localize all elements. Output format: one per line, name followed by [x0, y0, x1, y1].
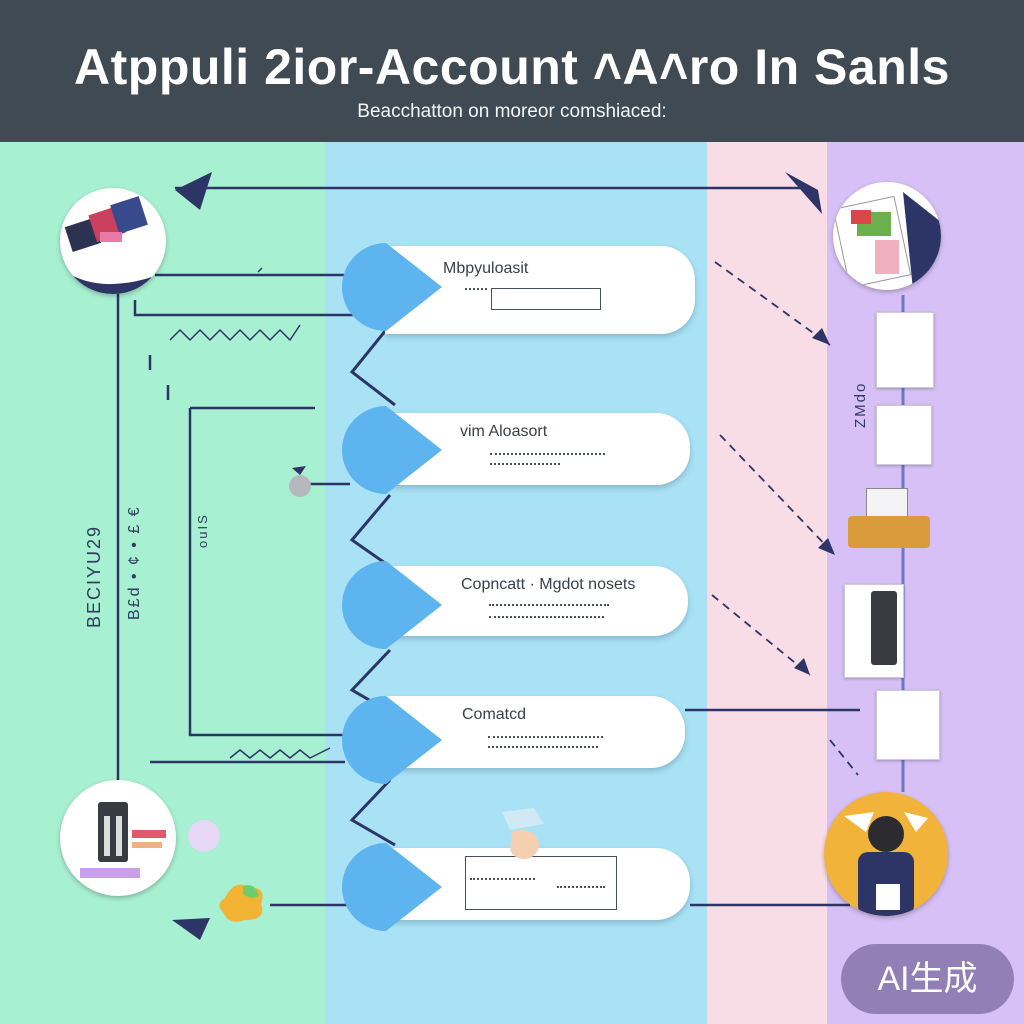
form-document-icon	[876, 690, 940, 760]
page-title: Atppuli 2ior-Account ˄A˄ro In Sanls	[74, 39, 950, 95]
printer-icon	[848, 488, 930, 560]
step-pin-icon	[342, 843, 442, 931]
vertical-label: BECIYU29	[84, 524, 104, 628]
device-illustration-icon	[60, 188, 166, 294]
text-line	[489, 604, 609, 606]
text-line	[465, 288, 487, 290]
step-title: Copncatt · Mgdot nosets	[461, 576, 636, 593]
vertical-label: ZMdo	[852, 381, 869, 428]
text-line	[490, 463, 560, 465]
step-pin-icon	[342, 406, 442, 494]
step-title: vim Aloasort	[460, 423, 548, 440]
vertical-label: B£d • ¢ • £ €	[126, 505, 143, 620]
step-title: Comatcd	[462, 706, 527, 723]
documents-illustration-icon	[833, 182, 941, 290]
vertical-label: ouIS	[195, 513, 210, 548]
text-line	[488, 736, 603, 738]
paint-splash-icon	[219, 884, 263, 922]
hand-click-icon	[502, 808, 544, 859]
step-title: Mbpyuloasit	[443, 260, 529, 277]
text-line	[470, 878, 535, 880]
text-line	[489, 616, 604, 618]
field-box	[491, 288, 601, 310]
step-card[interactable]: Comatcd	[385, 696, 685, 768]
page-subtitle: Beacchatton on moreor comshiaced:	[357, 101, 667, 122]
text-line	[490, 453, 605, 455]
ai-generated-badge: AI生成	[841, 944, 1014, 1014]
swimlane-pink	[707, 142, 827, 1024]
text-line	[488, 746, 598, 748]
text-line	[557, 886, 605, 888]
header-bar: Atppuli 2ior-Account ˄A˄ro In Sanls Beac…	[0, 0, 1024, 142]
phone-document-icon	[844, 584, 904, 678]
form-box	[465, 856, 617, 910]
step-pin-icon	[342, 561, 442, 649]
keyboard-illustration-icon	[60, 780, 176, 896]
step-pin-icon	[342, 696, 442, 784]
form-document-icon	[876, 312, 934, 388]
step-pin-icon	[342, 243, 442, 331]
person-avatar-icon	[824, 792, 948, 916]
form-document-icon	[876, 405, 932, 465]
swimlane-green	[0, 142, 325, 1024]
